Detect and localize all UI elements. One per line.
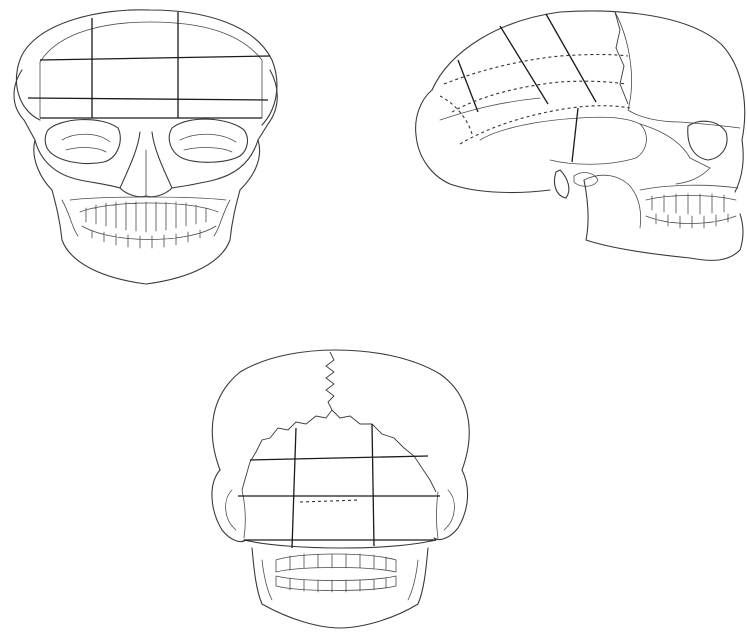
posterior-right-temporal [437,490,455,538]
posterior-cranium-outline [212,350,469,470]
anterior-zone-grid [28,12,270,118]
anterior-lower-teeth [82,226,216,248]
skull-lateral-view [416,11,745,260]
lateral-mastoid [554,170,568,198]
lateral-nasal [735,140,743,192]
lateral-orbit [688,121,727,160]
lateral-occipital-outline [416,90,550,192]
anterior-right-temple [240,70,277,190]
skull-posterior-view [212,350,469,628]
lateral-parietal-lower [440,98,540,120]
anterior-right-cheek [172,140,258,188]
anterior-cranium-outline [16,10,277,125]
posterior-lambdoid-suture [242,410,436,492]
lateral-upper-teeth [646,194,736,214]
posterior-lower-teeth [276,576,396,592]
posterior-left-temporal [226,490,246,538]
posterior-sagittal-suture [326,352,334,410]
anterior-right-orbit [169,119,247,162]
posterior-zone-grid [238,424,440,548]
lateral-maxilla [640,185,738,190]
anterior-maxilla [70,197,226,200]
posterior-mandible-detail [262,560,418,600]
skull-anterior-view [14,10,277,284]
posterior-upper-teeth [276,554,396,572]
posterior-occipital-base [244,540,436,548]
lateral-zone-grid [440,14,630,162]
lateral-ramus [584,175,641,228]
posterior-left-mastoid [212,470,246,542]
anterior-left-cheek [35,140,120,188]
posterior-right-mastoid [434,470,468,540]
lateral-mandible [584,180,743,260]
lateral-lower-teeth [646,214,736,228]
lateral-zygomatic [640,124,710,184]
lateral-frontal-bone [615,12,740,128]
anterior-left-temple [14,70,52,190]
lateral-temporal-bone [480,117,646,164]
lateral-cranium-outline [432,11,745,140]
posterior-mandible [252,548,428,628]
anterior-right-orbit-inner [180,134,236,152]
anterior-left-orbit-inner [62,134,110,152]
anterior-upper-teeth [80,202,218,232]
anterior-frontal-boundary [40,22,262,118]
